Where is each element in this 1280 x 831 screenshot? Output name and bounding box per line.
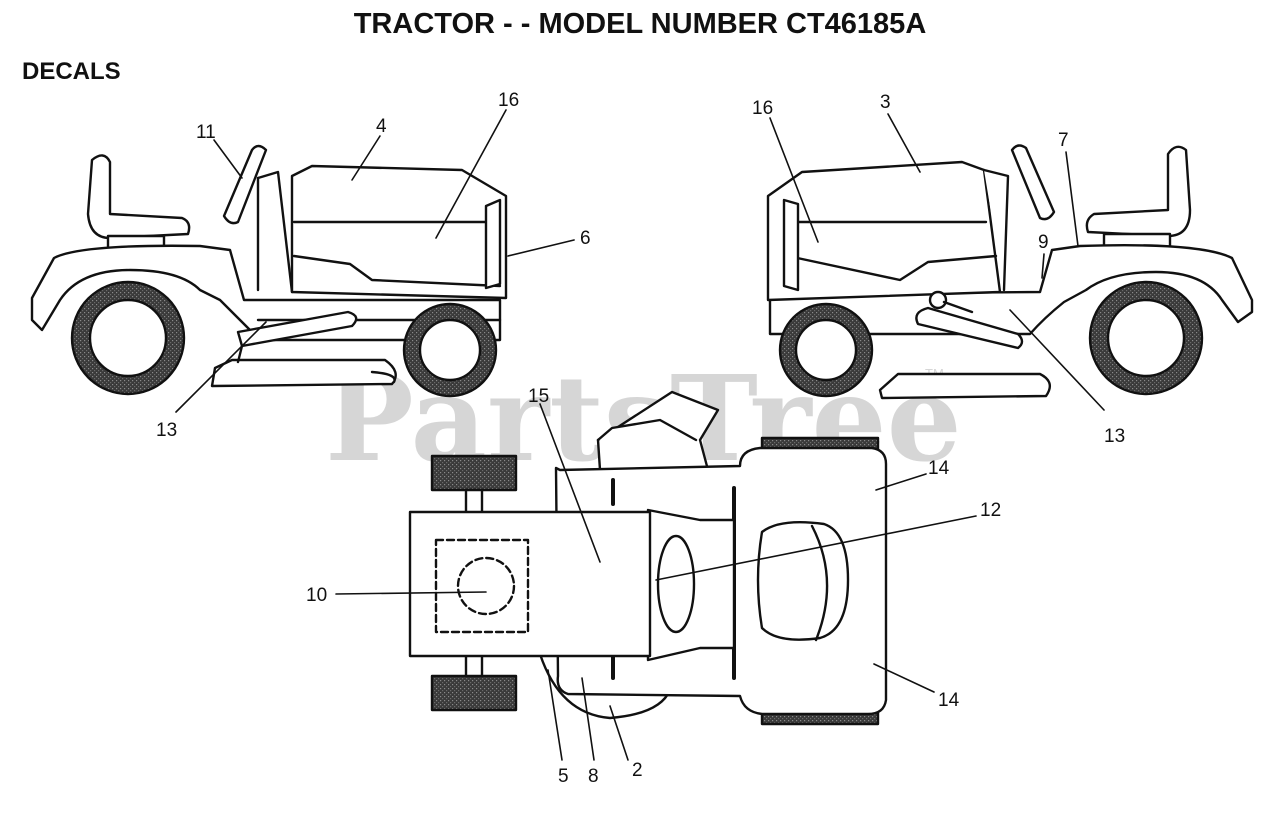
left-side-tractor [30, 144, 508, 398]
top-view-tractor [408, 390, 888, 726]
callout-14-top: 14 [928, 458, 950, 479]
callout-16-right: 16 [752, 98, 773, 119]
leader-lines [175, 109, 1105, 761]
callout-8: 8 [588, 766, 599, 787]
callout-2: 2 [632, 760, 643, 781]
callout-15: 15 [528, 386, 549, 407]
callout-9: 9 [1038, 232, 1049, 253]
callout-11: 11 [196, 122, 216, 143]
callout-10: 10 [306, 585, 327, 606]
callout-12: 12 [980, 500, 1001, 521]
right-side-tractor [766, 144, 1254, 400]
callout-numbers: 11 4 16 6 13 16 3 7 9 13 15 14 12 10 14 … [156, 90, 1125, 787]
callout-16-left: 16 [498, 90, 519, 111]
callout-7: 7 [1058, 130, 1069, 151]
callout-13-right: 13 [1104, 426, 1125, 447]
section-heading: DECALS [22, 58, 121, 85]
diagram-title: TRACTOR - - MODEL NUMBER CT46185A [353, 8, 927, 40]
callout-6: 6 [580, 228, 591, 249]
callout-14-bottom: 14 [938, 690, 960, 711]
callout-13-left: 13 [156, 420, 177, 441]
callout-3: 3 [880, 92, 891, 113]
callout-5: 5 [558, 766, 569, 787]
callout-4: 4 [376, 116, 387, 137]
